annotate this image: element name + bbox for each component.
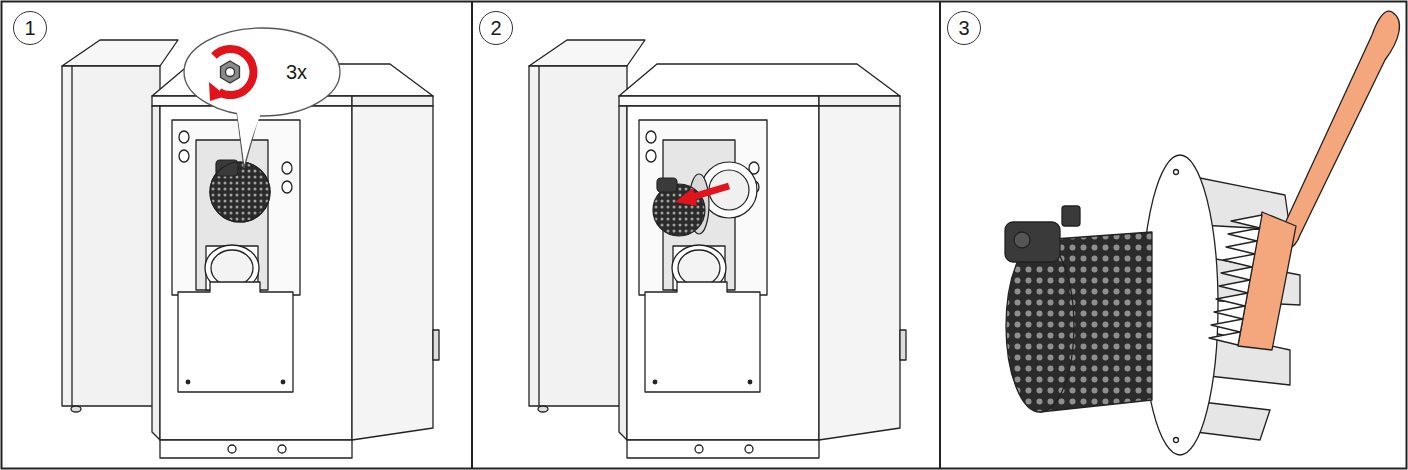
boiler-figure	[529, 40, 906, 458]
step-number-text: 1	[24, 18, 35, 38]
step-number-text: 3	[958, 18, 969, 38]
burner-figure	[1005, 11, 1399, 455]
panel-divider	[939, 2, 941, 469]
detail-bubble	[184, 28, 340, 168]
step-number-text: 2	[490, 18, 501, 38]
step-number: 3	[947, 11, 981, 45]
step-number: 2	[479, 11, 513, 45]
step-number: 1	[13, 11, 47, 45]
repeat-count: 3x	[286, 62, 307, 82]
panel-divider	[471, 2, 473, 469]
